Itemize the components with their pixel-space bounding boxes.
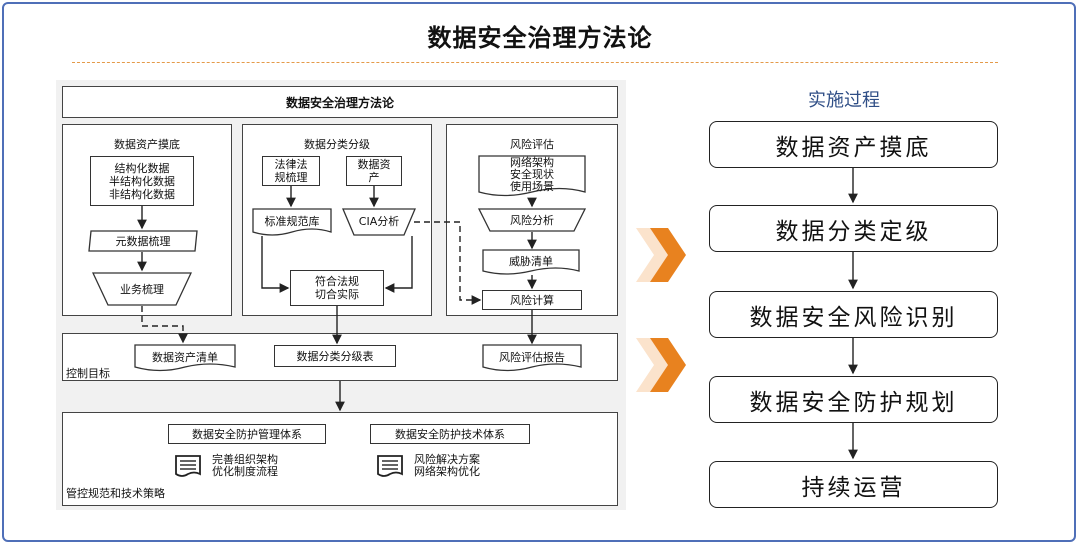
- asset-list-label: 数据资产清单: [152, 351, 218, 364]
- risk-report-label: 风险评估报告: [499, 351, 565, 364]
- analysis-trapezoid: [478, 208, 586, 232]
- control-label: 控制目标: [66, 367, 110, 380]
- process-title: 实施过程: [808, 90, 880, 111]
- section-risk-title: 风险评估: [510, 138, 554, 151]
- chevron-right-icon: [636, 228, 686, 282]
- policy-label: 管控规范和技术策略: [66, 487, 165, 500]
- methodology-header: 数据安全治理方法论: [62, 86, 618, 118]
- standard-doc: [252, 208, 332, 236]
- process-step: 持续运营: [709, 461, 998, 508]
- title-divider: [72, 62, 998, 63]
- calc-box: 风险计算: [482, 290, 582, 310]
- status-doc: [478, 155, 586, 197]
- comply-box: 符合法规 切合实际: [290, 270, 384, 306]
- tech-system-box: 数据安全防护技术体系: [370, 424, 530, 444]
- threats-doc: [482, 249, 580, 275]
- section-asset-title: 数据资产摸底: [114, 138, 180, 151]
- chevron-right-icon: [636, 338, 686, 392]
- process-step: 数据安全风险识别: [709, 291, 998, 338]
- business-trapezoid: [92, 272, 192, 306]
- meta-label: 元数据梳理: [115, 235, 171, 248]
- asset-list-doc: [134, 344, 236, 372]
- process-step: 数据安全防护规划: [709, 376, 998, 423]
- threats-label: 威胁清单: [509, 255, 553, 268]
- section-classify-title: 数据分类分级: [304, 138, 370, 151]
- mgmt-items: 完善组织架构 优化制度流程: [212, 453, 278, 478]
- document-icon: [175, 455, 201, 477]
- data-asset-box: 数据资 产: [346, 156, 402, 186]
- meta-banner: [88, 230, 198, 252]
- status-label: 网络架构 安全现状 使用场景: [510, 156, 554, 193]
- analysis-label: 风险分析: [510, 214, 554, 227]
- methodology-header-label: 数据安全治理方法论: [285, 96, 394, 110]
- process-step: 数据分类定级: [709, 205, 998, 252]
- business-label: 业务梳理: [120, 283, 164, 296]
- mgmt-system-box: 数据安全防护管理体系: [168, 424, 326, 444]
- cia-trapezoid: [342, 208, 416, 236]
- cia-label: CIA分析: [358, 215, 400, 228]
- document-icon: [377, 455, 403, 477]
- law-box: 法律法 规梳理: [262, 156, 320, 186]
- tech-items: 风险解决方案 网络架构优化: [414, 453, 480, 478]
- data-types-box: 结构化数据 半结构化数据 非结构化数据: [90, 156, 194, 206]
- classify-table-box: 数据分类分级表: [274, 345, 396, 367]
- standard-label: 标准规范库: [264, 215, 320, 228]
- risk-report-doc: [482, 344, 582, 372]
- process-step: 数据资产摸底: [709, 121, 998, 168]
- page-title: 数据安全治理方法论: [427, 24, 653, 52]
